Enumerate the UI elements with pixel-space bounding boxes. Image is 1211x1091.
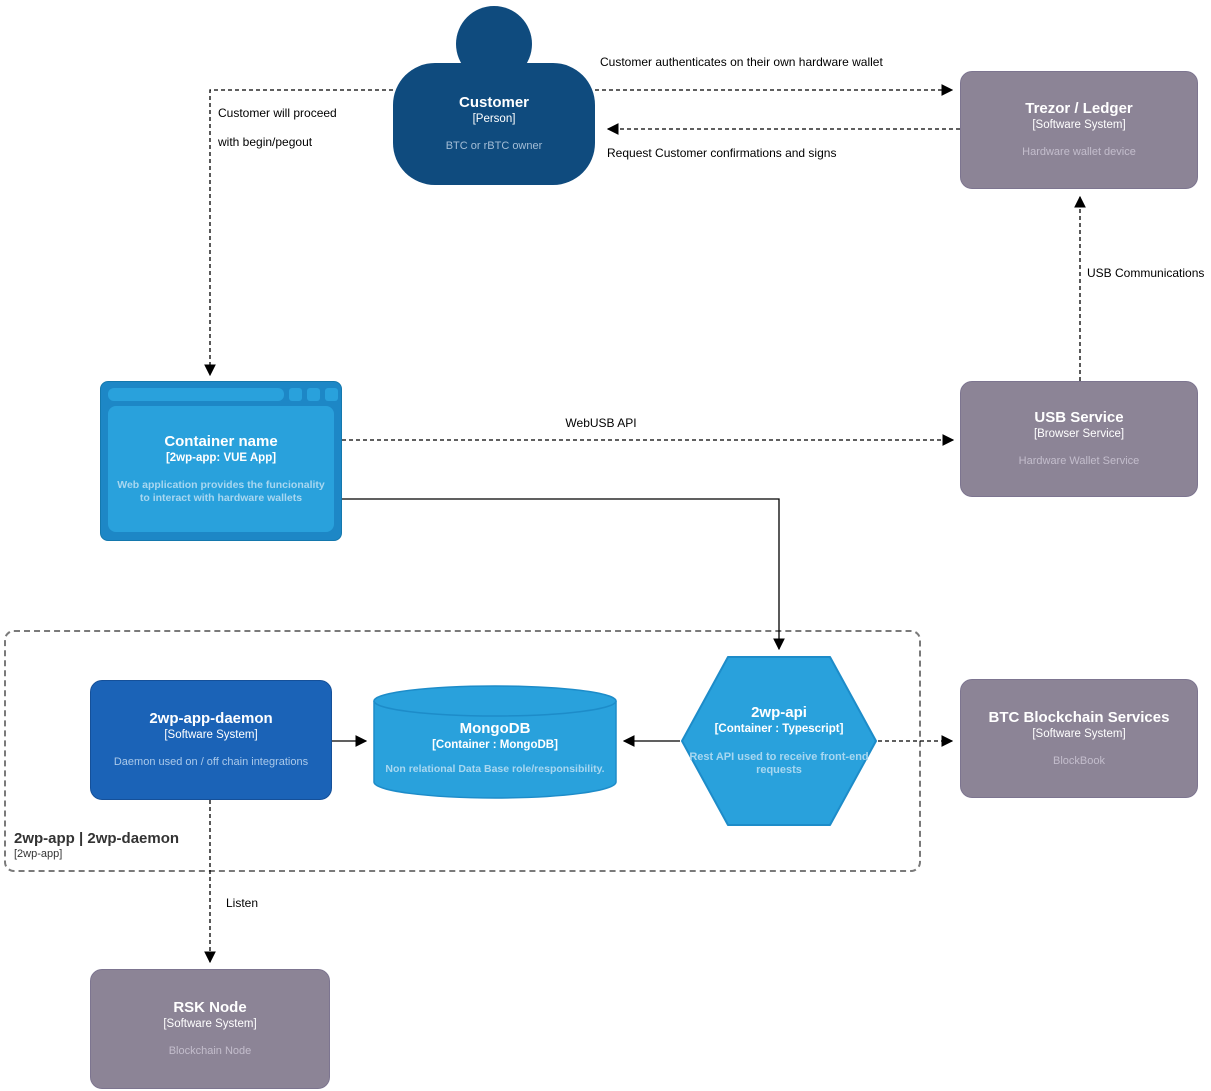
browser-panel: Container name [2wp-app: VUE App] Web ap… <box>108 406 334 532</box>
node-subtitle: [2wp-app: VUE App] <box>165 451 277 464</box>
node-description: BlockBook <box>1053 754 1105 767</box>
mongodb-text: MongoDB [Container : MongoDB] Non relati… <box>373 697 617 799</box>
node-description: Web application provides the funcionalit… <box>117 478 325 504</box>
browser-button <box>307 388 320 401</box>
api-hexagon <box>681 656 877 826</box>
node-title: Customer <box>458 94 529 112</box>
edge-label-webusb: WebUSB API <box>565 416 637 430</box>
usb-service-node[interactable]: USB Service [Browser Service] Hardware W… <box>960 381 1198 497</box>
node-description: Rest API used to receive front-end reque… <box>689 750 869 777</box>
node-description: Non relational Data Base role/responsibi… <box>385 762 605 775</box>
mongodb-node[interactable]: MongoDB [Container : MongoDB] Non relati… <box>373 685 617 799</box>
node-subtitle: [Software System] <box>163 1018 257 1031</box>
node-description: BTC or rBTC owner <box>445 140 543 153</box>
customer-node[interactable]: Customer [Person] BTC or rBTC owner <box>393 63 595 185</box>
browser-button <box>325 388 338 401</box>
rsk-node[interactable]: RSK Node [Software System] Blockchain No… <box>90 969 330 1089</box>
edge-label-listen: Listen <box>226 896 259 910</box>
trezor-ledger-node[interactable]: Trezor / Ledger [Software System] Hardwa… <box>960 71 1198 189</box>
node-title: 2wp-api <box>751 703 807 721</box>
mongodb-cylinder <box>373 685 617 799</box>
edge-webapp-to-api <box>342 498 785 651</box>
api-hexagon-node[interactable]: 2wp-api [Container : Typescript] Rest AP… <box>680 655 878 827</box>
edge-label-proceed-2: with begin/pegout <box>218 135 313 149</box>
node-description: Hardware Wallet Service <box>1018 455 1140 468</box>
node-title: BTC Blockchain Services <box>988 708 1170 726</box>
btc-services-node[interactable]: BTC Blockchain Services [Software System… <box>960 679 1198 798</box>
edge-customer-proceed <box>204 89 393 377</box>
node-title: 2wp-app-daemon <box>149 710 273 728</box>
edge-label-confirm: Request Customer confirmations and signs <box>607 146 837 160</box>
boundary-title: 2wp-app | 2wp-daemon <box>14 830 180 847</box>
edge-label-usb-comm: USB Communications <box>1087 266 1205 280</box>
node-subtitle: [Software System] <box>1032 119 1126 132</box>
node-subtitle: [Software System] <box>164 729 258 742</box>
boundary-subtitle: [2wp-app] <box>14 848 63 860</box>
node-subtitle: [Person] <box>472 113 516 126</box>
node-title: Container name <box>164 432 278 450</box>
node-subtitle: [Browser Service] <box>1033 428 1125 441</box>
boundary-label: 2wp-app | 2wp-daemon [2wp-app] <box>14 830 179 860</box>
node-description: Blockchain Node <box>168 1045 252 1058</box>
api-text: 2wp-api [Container : Typescript] Rest AP… <box>684 655 874 827</box>
node-title: USB Service <box>1034 409 1124 427</box>
node-subtitle: [Software System] <box>1032 727 1126 740</box>
edge-label-proceed-1: Customer will proceed <box>218 106 337 120</box>
node-description: Hardware wallet device <box>1022 146 1136 159</box>
node-subtitle: [Container : Typescript] <box>714 722 844 735</box>
browser-button <box>289 388 302 401</box>
edge-label-auth: Customer authenticates on their own hard… <box>600 55 883 69</box>
node-title: MongoDB <box>459 719 531 737</box>
daemon-node[interactable]: 2wp-app-daemon [Software System] Daemon … <box>90 680 332 800</box>
browser-address-bar <box>108 388 284 401</box>
node-subtitle: [Container : MongoDB] <box>432 738 558 751</box>
node-description: Daemon used on / off chain integrations <box>113 756 309 769</box>
node-title: RSK Node <box>173 999 247 1017</box>
webapp-container-node[interactable]: Container name [2wp-app: VUE App] Web ap… <box>100 381 342 541</box>
node-title: Trezor / Ledger <box>1025 100 1133 118</box>
